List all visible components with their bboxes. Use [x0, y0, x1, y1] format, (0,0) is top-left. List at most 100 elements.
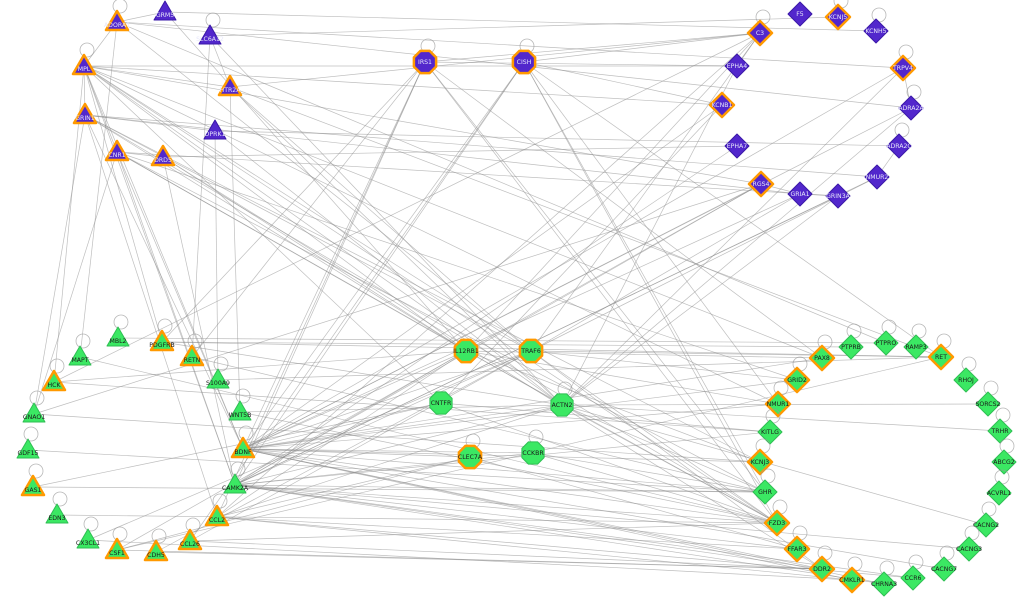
node-CMKLR1[interactable]: CMKLR1 — [838, 556, 866, 594]
node-CCKBR[interactable]: CCKBR — [521, 429, 545, 465]
node-CACNG7[interactable]: CACNG7 — [931, 545, 957, 582]
node-GRM5[interactable]: GRM5 — [153, 0, 177, 21]
self-loop-edge — [29, 390, 45, 406]
node-NMUR2[interactable]: NMUR2 — [864, 164, 890, 190]
edge — [530, 176, 878, 352]
edge — [242, 448, 761, 463]
node-MAPT[interactable]: MAPT — [68, 333, 92, 366]
self-loop-edge — [846, 323, 862, 339]
node-CCL2[interactable]: CCL2 — [204, 493, 230, 527]
node-HTR2A[interactable]: HTR2A — [217, 74, 243, 97]
triangle-node-shape — [104, 537, 130, 560]
edge — [33, 413, 761, 463]
node-GDF15[interactable]: GDF15 — [16, 426, 40, 459]
edge — [33, 183, 762, 415]
node-CSF1[interactable]: CSF1 — [104, 526, 130, 560]
self-loop-edge — [908, 554, 924, 570]
triangle-node-shape — [71, 53, 97, 76]
node-CHRNA3[interactable]: CHRNA3 — [871, 560, 897, 597]
edge — [161, 341, 852, 348]
node-RGS4[interactable]: RGS4 — [747, 170, 775, 198]
octagon-node-shape — [518, 338, 544, 364]
node-CX3CL1[interactable]: CX3CL1 — [76, 516, 100, 549]
self-loop-edge — [213, 356, 229, 372]
node-EPHA7[interactable]: EPHA7 — [724, 133, 750, 159]
node-CNR1[interactable]: CNR1 — [104, 139, 130, 162]
self-loop-edge — [157, 318, 173, 334]
triangle-node-shape — [45, 503, 69, 524]
node-C3[interactable]: C3 — [746, 9, 774, 47]
node-GRIA1[interactable]: GRIA1 — [787, 181, 813, 207]
triangle-node-shape — [20, 474, 46, 497]
node-MBL2[interactable]: MBL2 — [106, 314, 130, 347]
diamond-node-shape — [838, 334, 864, 360]
edge — [116, 151, 766, 493]
node-EDN3[interactable]: EDN3 — [45, 491, 69, 524]
node-RAMP3[interactable]: RAMP3 — [903, 323, 929, 360]
triangle-node-shape — [68, 345, 92, 366]
node-F5[interactable]: F5 — [787, 1, 813, 27]
triangle-node-shape — [149, 329, 175, 352]
edge — [465, 350, 761, 463]
node-TRAF6[interactable]: TRAF6 — [518, 338, 544, 364]
node-RET[interactable]: RET — [927, 333, 955, 371]
node-CNTFR[interactable]: CNTFR — [429, 391, 453, 415]
node-RHOJ[interactable]: RHOJ — [953, 356, 979, 393]
node-IL12RB1[interactable]: IL12RB1 — [453, 338, 479, 364]
edge — [242, 357, 823, 450]
diamond-node-shape — [787, 181, 813, 207]
diamond-node-shape — [808, 344, 836, 372]
node-SLC6A12[interactable]: SLC6A12 — [196, 12, 224, 45]
node-GNAO1[interactable]: GNAO1 — [22, 390, 46, 423]
diamond-node-shape — [864, 164, 890, 190]
node-CACNG3[interactable]: CACNG3 — [956, 525, 982, 562]
edge — [530, 350, 778, 524]
node-KCNH5[interactable]: KCNH5 — [863, 7, 889, 44]
node-ACVRL1[interactable]: ACVRL1 — [986, 469, 1012, 506]
self-loop-edge — [28, 463, 44, 479]
node-ADRA2C[interactable]: ADRA2C — [886, 122, 912, 159]
node-MPL[interactable]: MPL — [71, 42, 97, 76]
node-FFAR3[interactable]: FFAR3 — [783, 525, 811, 563]
node-ADRA2A[interactable]: ADRA2A — [898, 84, 924, 121]
node-GAS1[interactable]: GAS1 — [20, 463, 46, 497]
diamond-node-shape — [757, 419, 783, 445]
node-CLEC7A[interactable]: CLEC7A — [457, 433, 483, 470]
node-SORCS2[interactable]: SORCS2 — [975, 380, 1001, 417]
node-PTPRO[interactable]: PTPRO — [873, 319, 899, 356]
node-ABCG2[interactable]: ABCG2 — [991, 438, 1017, 475]
self-loop-edge — [185, 517, 201, 533]
edge — [234, 484, 798, 550]
node-PTPRB[interactable]: PTPRB — [838, 323, 864, 360]
edge — [234, 61, 426, 486]
node-CACNG2[interactable]: CACNG2 — [973, 501, 999, 538]
node-CCR6[interactable]: CCR6 — [900, 554, 926, 591]
node-WNT5B[interactable]: WNT5B — [228, 388, 252, 421]
edge — [87, 539, 853, 581]
node-ADORA1[interactable]: ADORA1 — [104, 0, 130, 32]
diamond-node-shape — [724, 133, 750, 159]
node-CDH5[interactable]: CDH5 — [143, 528, 169, 562]
node-CISH[interactable]: CISH — [511, 38, 537, 75]
edges — [27, 11, 1001, 585]
node-PDGFRB[interactable]: PDGFRB — [149, 318, 175, 352]
node-IRS1[interactable]: IRS1 — [412, 38, 438, 75]
edge — [532, 452, 766, 493]
diamond-node-shape — [724, 53, 750, 79]
edge — [242, 448, 471, 458]
triangle-node-shape — [206, 368, 230, 389]
node-GRIN1[interactable]: GRIN1 — [72, 102, 98, 125]
node-TRHR[interactable]: TRHR — [987, 407, 1013, 444]
edge — [242, 67, 904, 450]
edge — [189, 350, 532, 542]
edge — [523, 61, 723, 106]
node-OPRK1[interactable]: OPRK1 — [203, 119, 227, 140]
triangle-node-shape — [230, 436, 256, 459]
edge — [523, 61, 942, 358]
diamond-node-shape — [873, 330, 899, 356]
node-GRIN3A[interactable]: GRIN3A — [825, 183, 851, 209]
node-TRPV4[interactable]: TRPV4 — [889, 44, 917, 82]
node-KCNJ5[interactable]: KCNJ5 — [824, 0, 852, 31]
node-CCL26[interactable]: CCL26 — [177, 517, 203, 551]
node-PAX8[interactable]: PAX8 — [808, 334, 836, 372]
